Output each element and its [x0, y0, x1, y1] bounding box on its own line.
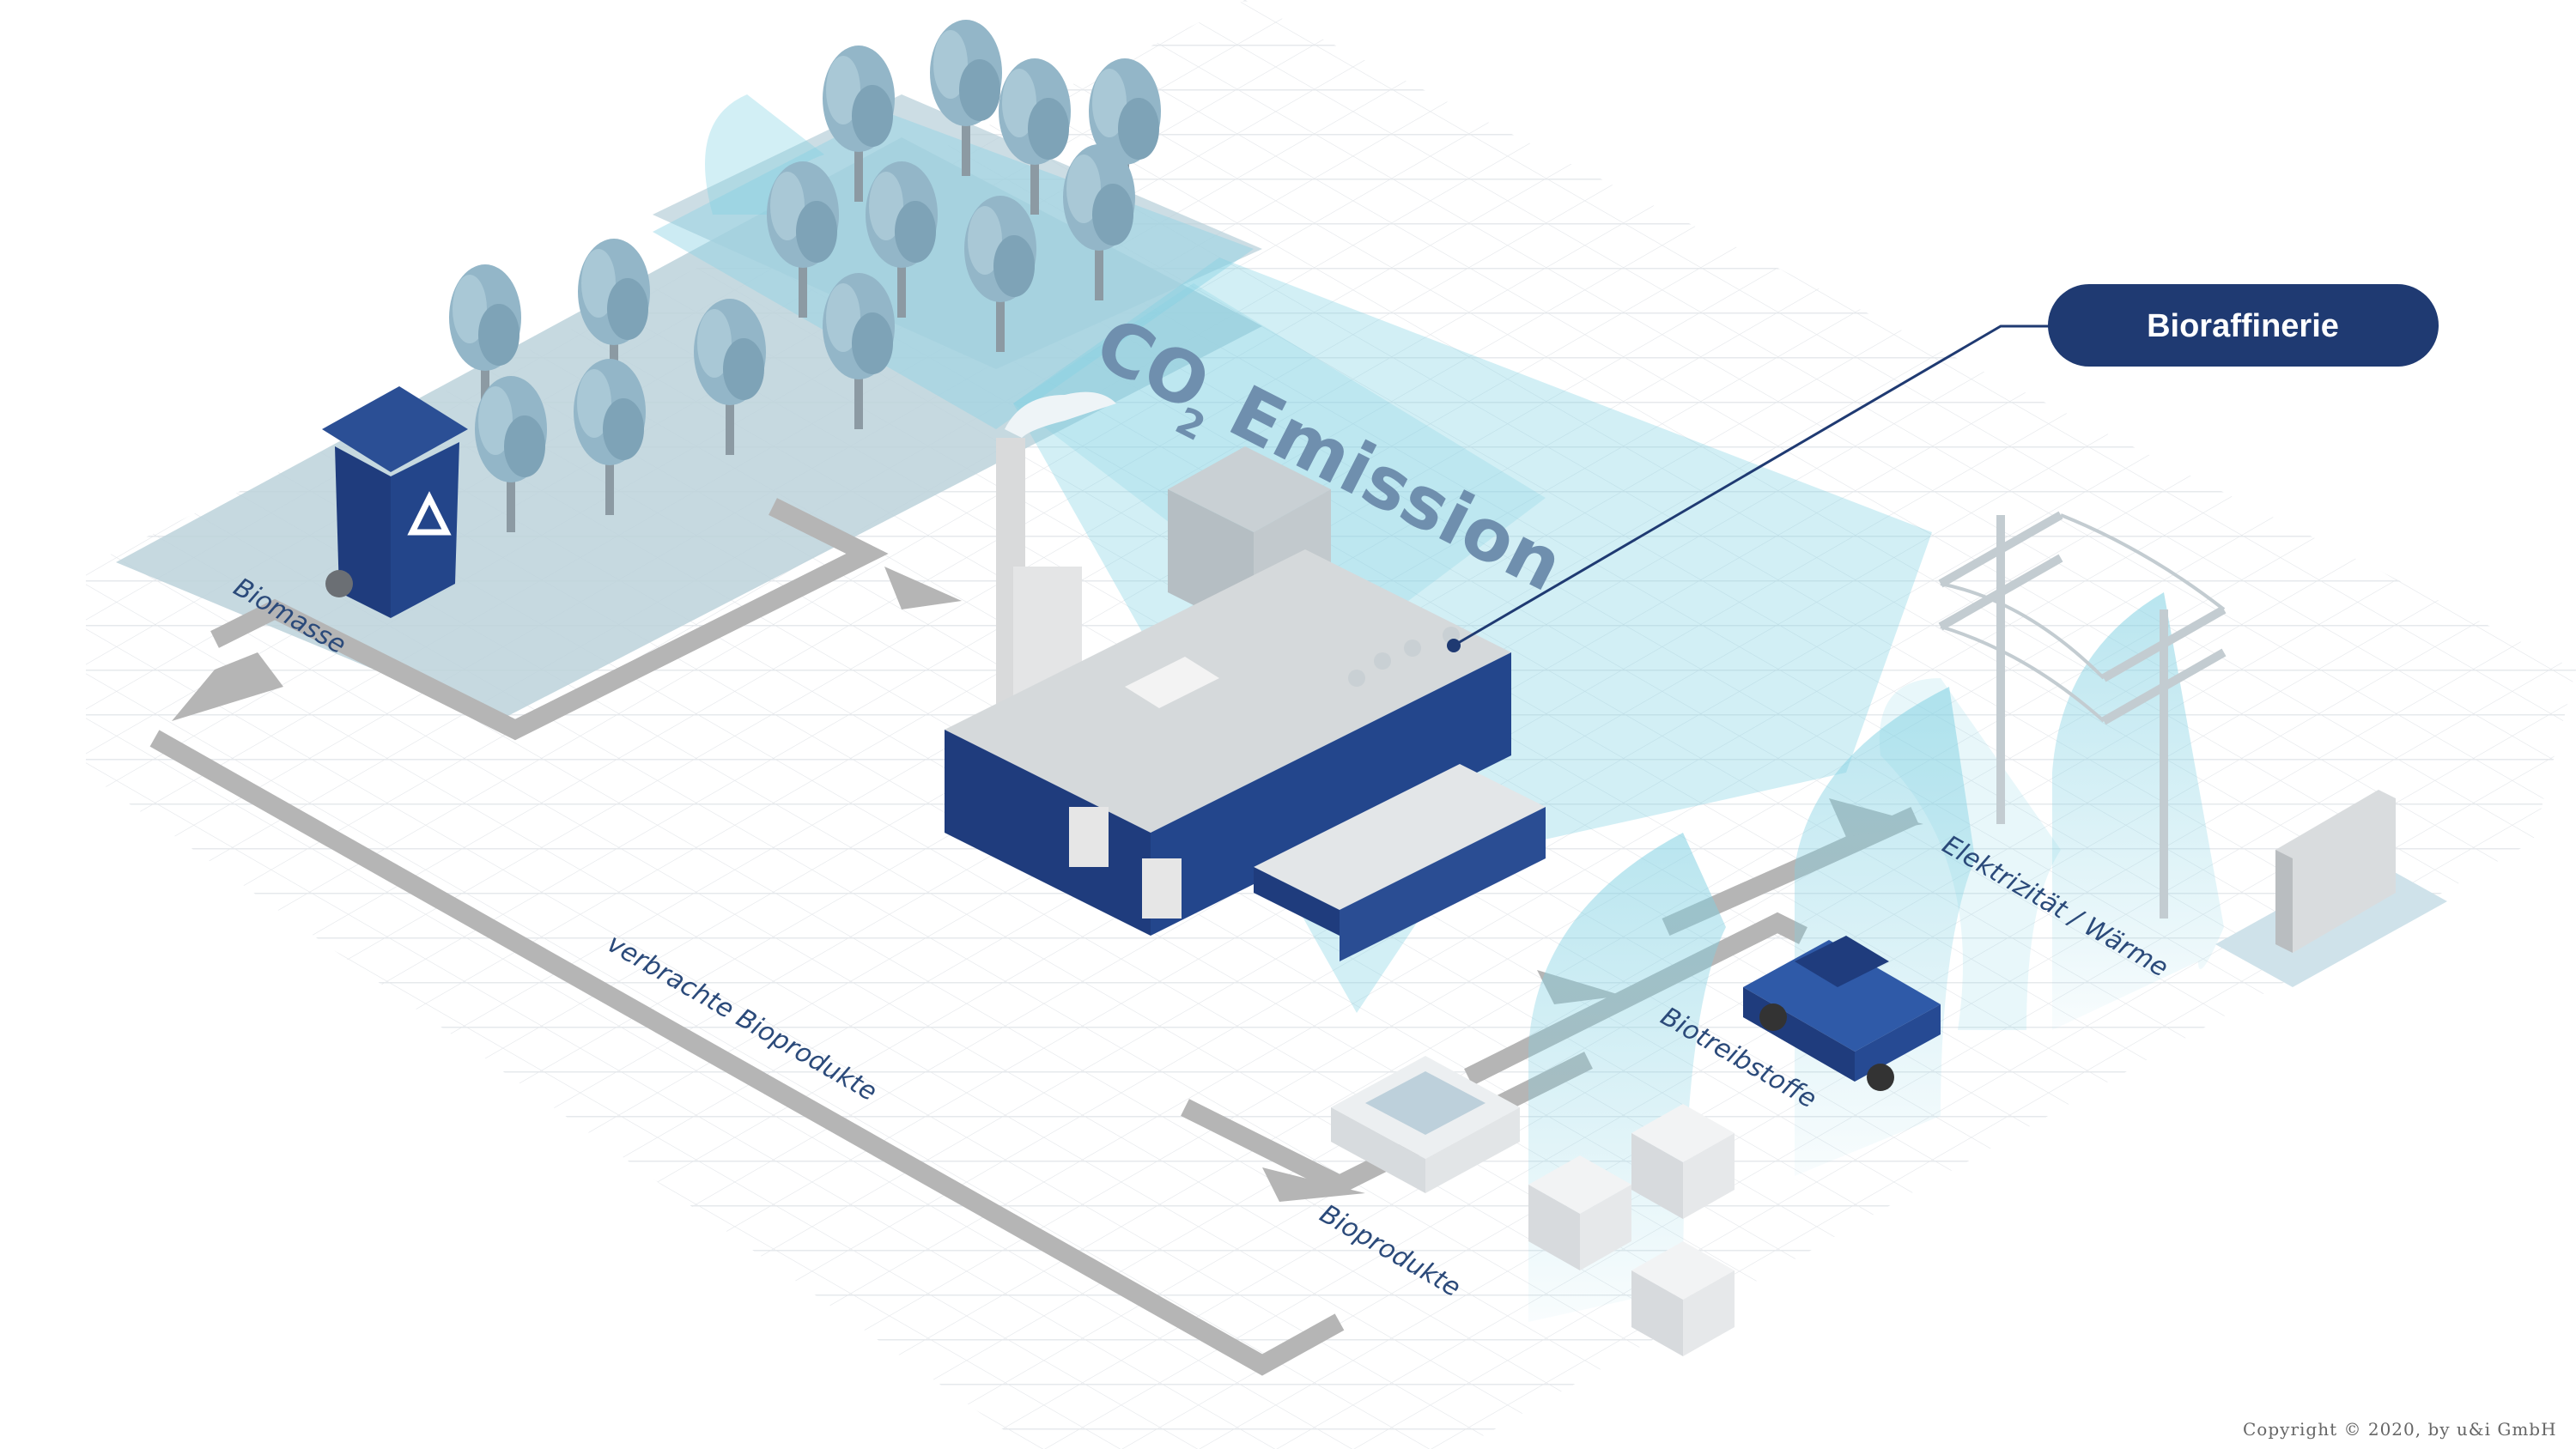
page-title: Bioraffinerie	[2147, 308, 2339, 344]
factory-icon	[945, 391, 1546, 961]
beam-waerme	[1879, 678, 2061, 1030]
paper-stack-icon	[1331, 1056, 1520, 1193]
callout-leader	[1453, 324, 2052, 647]
callout-dot	[1447, 639, 1461, 652]
radiator-icon	[2215, 790, 2447, 987]
power-pole-icon	[1938, 511, 2227, 919]
title-pill: Bioraffinerie	[2048, 284, 2439, 367]
beam-forest-loop	[705, 94, 824, 215]
beam-elektrizitaet	[2052, 592, 2224, 1030]
recycle-bin-icon	[322, 386, 468, 618]
copyright: Copyright © 2020, by u&i GmbH	[2243, 1419, 2557, 1440]
car-icon	[1743, 936, 1941, 1091]
